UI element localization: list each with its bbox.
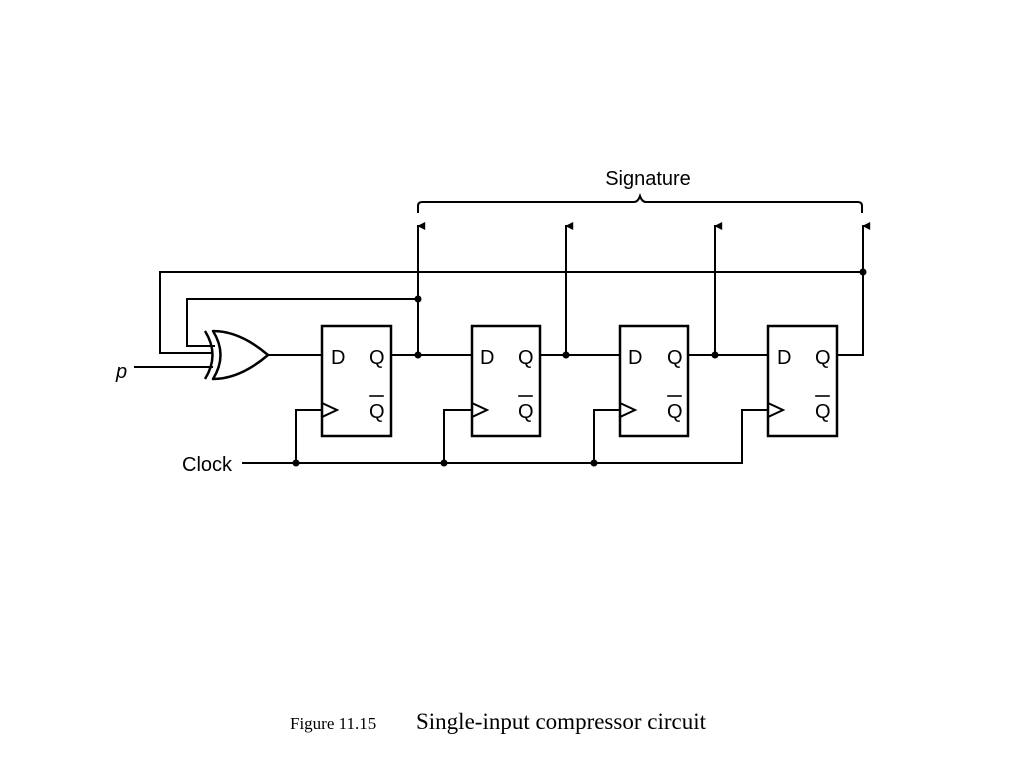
clock-branch-3 xyxy=(593,409,621,464)
flipflop-3 xyxy=(618,324,690,438)
flipflop-4-d-label: D xyxy=(777,347,791,369)
clock-triangle-1 xyxy=(320,401,340,419)
junction-dot xyxy=(859,268,867,276)
junction-dot xyxy=(562,351,570,359)
clock-branch-2 xyxy=(443,409,473,464)
clock-branch-4 xyxy=(741,409,769,464)
flipflop-2-d-label: D xyxy=(480,347,494,369)
flipflop-4-qbar-label: Q xyxy=(815,401,831,423)
flipflop-1 xyxy=(320,324,393,438)
clock-triangle-2 xyxy=(470,401,490,419)
junction-dot xyxy=(440,459,448,467)
flipflop-3-qbar-label: Q xyxy=(667,401,683,423)
junction-dot xyxy=(414,351,422,359)
flipflop-2-q-label: Q xyxy=(518,347,534,369)
flipflop-3-d-label: D xyxy=(628,347,642,369)
input-p-label: p xyxy=(115,361,127,383)
feedback-wire-outer xyxy=(159,271,864,354)
feedback-wire-inner xyxy=(186,298,419,347)
flipflop-2-qbar-label: Q xyxy=(518,401,534,423)
junction-dot xyxy=(292,459,300,467)
xor-gate xyxy=(211,329,270,381)
flipflop-4 xyxy=(766,324,839,438)
junction-dot xyxy=(590,459,598,467)
flipflop-4-q-label: Q xyxy=(815,347,831,369)
clock-label: Clock xyxy=(182,454,233,476)
figure-title: Single-input compressor circuit xyxy=(416,709,707,734)
flipflop-1-d-label: D xyxy=(331,347,345,369)
xor-gate-input-curve xyxy=(203,330,214,380)
figure-number: Figure 11.15 xyxy=(290,714,376,733)
signature-brace xyxy=(417,192,863,213)
junction-dot xyxy=(711,351,719,359)
signature-label: Signature xyxy=(605,168,691,190)
flipflop-1-q-label: Q xyxy=(369,347,385,369)
flipflop-1-qbar-label: Q xyxy=(369,401,385,423)
flipflop-3-q-label: Q xyxy=(667,347,683,369)
clock-branch-1 xyxy=(295,409,323,464)
clock-triangle-4 xyxy=(766,401,786,419)
flipflop-2 xyxy=(470,324,542,438)
junction-dot xyxy=(414,295,422,303)
clock-triangle-3 xyxy=(618,401,638,419)
